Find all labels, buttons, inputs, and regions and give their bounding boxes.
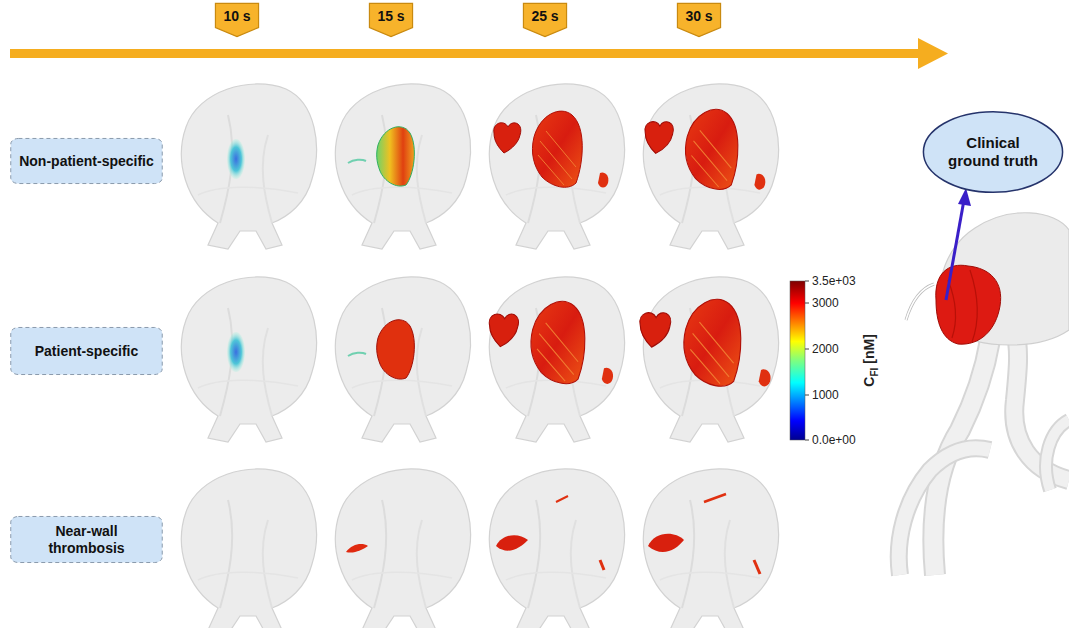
colorbar-title: CFI [nM] — [861, 334, 880, 387]
node-text: 25 s — [531, 8, 558, 25]
node-text: Non-patient-specific — [19, 153, 154, 170]
time-tag: 15 s — [369, 3, 413, 37]
axis-title-part: C — [861, 376, 877, 386]
row-label-box: Patient-specific — [10, 327, 163, 375]
subscript: FI — [868, 367, 879, 376]
node-text: 30 s — [685, 8, 712, 25]
time-tag: 25 s — [523, 3, 567, 37]
node-text: Patient-specific — [35, 343, 138, 360]
axis-title-part: [nM] — [861, 334, 877, 364]
node-text: 10 s — [223, 8, 250, 25]
time-tag: 10 s — [215, 3, 259, 37]
node-text: Near-wall thrombosis — [18, 523, 155, 557]
node-text: Clinical ground truth — [944, 134, 1042, 170]
node-text: 15 s — [377, 8, 404, 25]
colorbar-tick-label: 2000 — [812, 342, 839, 356]
time-tag: 30 s — [677, 3, 721, 37]
colorbar-tick-label: 1000 — [812, 388, 839, 402]
ground-truth-ellipse: Clinical ground truth — [922, 110, 1064, 194]
colorbar-tick-label: 3.5e+03 — [812, 274, 856, 288]
colorbar-tick-label: 0.0e+00 — [812, 433, 856, 447]
colorbar-tick-label: 3000 — [812, 296, 839, 310]
row-label-box: Near-wall thrombosis — [10, 516, 163, 563]
row-label-box: Non-patient-specific — [10, 138, 163, 184]
